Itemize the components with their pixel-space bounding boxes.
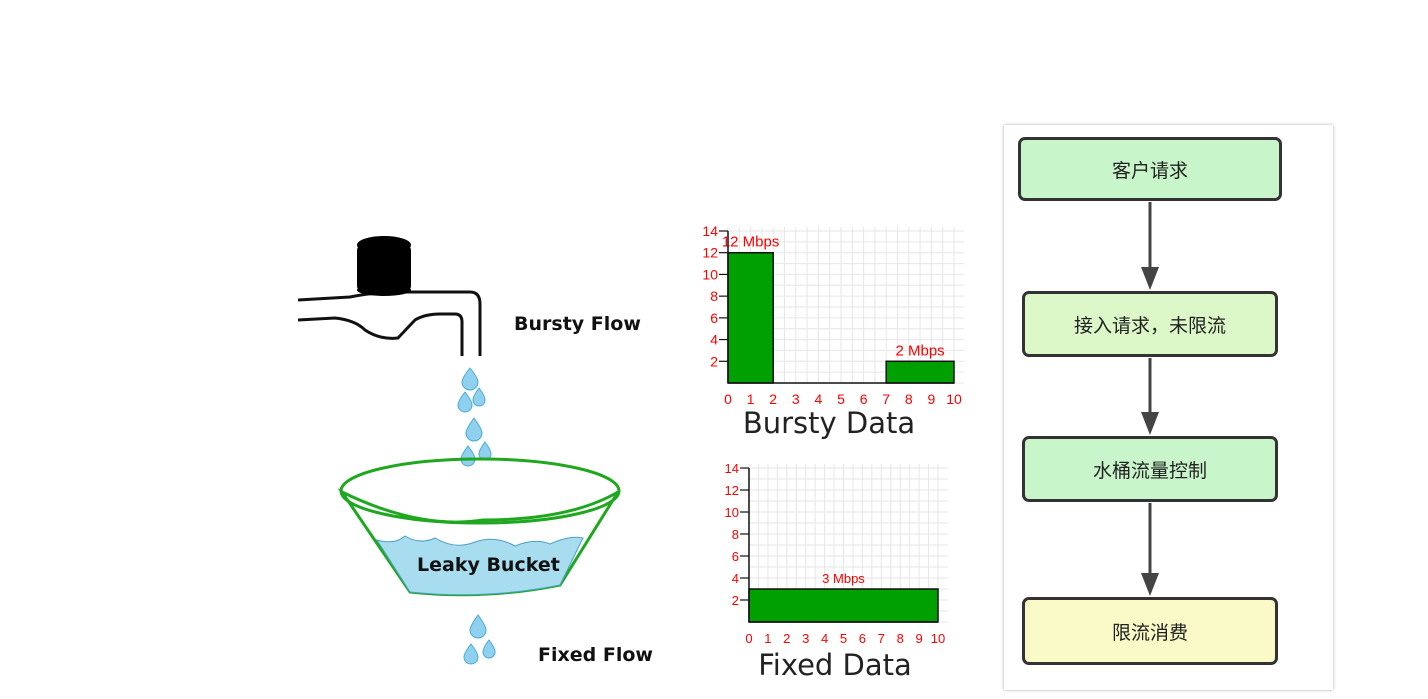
x-tick-label: 6 — [860, 391, 868, 407]
y-tick-label: 6 — [710, 310, 718, 326]
y-tick-label: 12 — [725, 483, 739, 498]
bar-data-label: 3 Mbps — [822, 571, 865, 586]
x-tick-label: 7 — [878, 631, 885, 646]
bursty-data-title: Bursty Data — [742, 406, 916, 440]
x-tick-label: 0 — [745, 631, 752, 646]
arrow-3-icon — [1141, 503, 1159, 596]
flow-step-accept-request: 接入请求，未限流 — [1022, 291, 1278, 357]
y-tick-label: 10 — [725, 505, 739, 520]
x-tick-label: 3 — [802, 631, 809, 646]
bursty-flow-label: Bursty Flow — [514, 313, 641, 335]
y-tick-label: 10 — [702, 266, 718, 282]
flowchart-arrows — [1141, 202, 1159, 596]
bar — [885, 360, 955, 384]
flowchart-panel: 客户请求 接入请求，未限流 水桶流量控制 限流消费 — [1004, 125, 1333, 690]
x-tick-label: 1 — [764, 631, 771, 646]
faucet-pipe — [297, 290, 482, 356]
x-tick-label: 0 — [724, 391, 732, 407]
flow-step-client-request: 客户请求 — [1018, 137, 1282, 201]
x-tick-label: 1 — [747, 391, 755, 407]
leaky-bucket-illustration — [297, 236, 621, 665]
water-drops-upper-icon — [457, 367, 492, 467]
x-tick-label: 5 — [840, 631, 847, 646]
x-tick-label: 3 — [792, 391, 800, 407]
x-tick-label: 8 — [897, 631, 904, 646]
x-tick-label: 5 — [837, 391, 845, 407]
fixed-data-title: Fixed Data — [758, 648, 912, 682]
bucket-icon — [337, 457, 621, 597]
x-tick-label: 2 — [769, 391, 777, 407]
bar — [748, 588, 939, 623]
faucet-handle-icon — [357, 236, 411, 296]
leaky-bucket-label: Leaky Bucket — [417, 554, 560, 576]
y-tick-label: 2 — [710, 353, 718, 369]
x-tick-label: 6 — [859, 631, 866, 646]
y-tick-label: 8 — [732, 527, 739, 542]
arrow-2-icon — [1141, 358, 1159, 435]
x-tick-label: 10 — [931, 631, 945, 646]
y-tick-label: 8 — [710, 288, 718, 304]
x-tick-label: 4 — [815, 391, 823, 407]
x-tick-label: 10 — [946, 391, 962, 407]
x-tick-label: 4 — [821, 631, 828, 646]
bar — [727, 251, 774, 384]
water-drops-lower-icon — [463, 614, 496, 665]
y-tick-label: 6 — [732, 549, 739, 564]
flow-step-rate-limited-consume: 限流消费 — [1022, 597, 1278, 665]
faucet-pipe-lower — [297, 312, 464, 356]
flow-step-bucket-control: 水桶流量控制 — [1022, 436, 1278, 502]
x-tick-label: 9 — [915, 631, 922, 646]
y-tick-label: 4 — [710, 332, 718, 348]
x-tick-label: 2 — [783, 631, 790, 646]
x-tick-label: 9 — [928, 391, 936, 407]
bar-data-label: 12 Mbps — [722, 234, 780, 251]
y-tick-label: 14 — [725, 461, 739, 476]
x-tick-label: 8 — [905, 391, 913, 407]
bar-data-label: 2 Mbps — [895, 342, 944, 359]
x-tick-label: 7 — [882, 391, 890, 407]
y-tick-label: 2 — [732, 593, 739, 608]
arrow-1-icon — [1141, 202, 1159, 290]
y-tick-label: 12 — [702, 245, 718, 261]
y-tick-label: 14 — [702, 223, 718, 239]
fixed-flow-label: Fixed Flow — [538, 644, 653, 666]
y-tick-label: 4 — [732, 571, 739, 586]
